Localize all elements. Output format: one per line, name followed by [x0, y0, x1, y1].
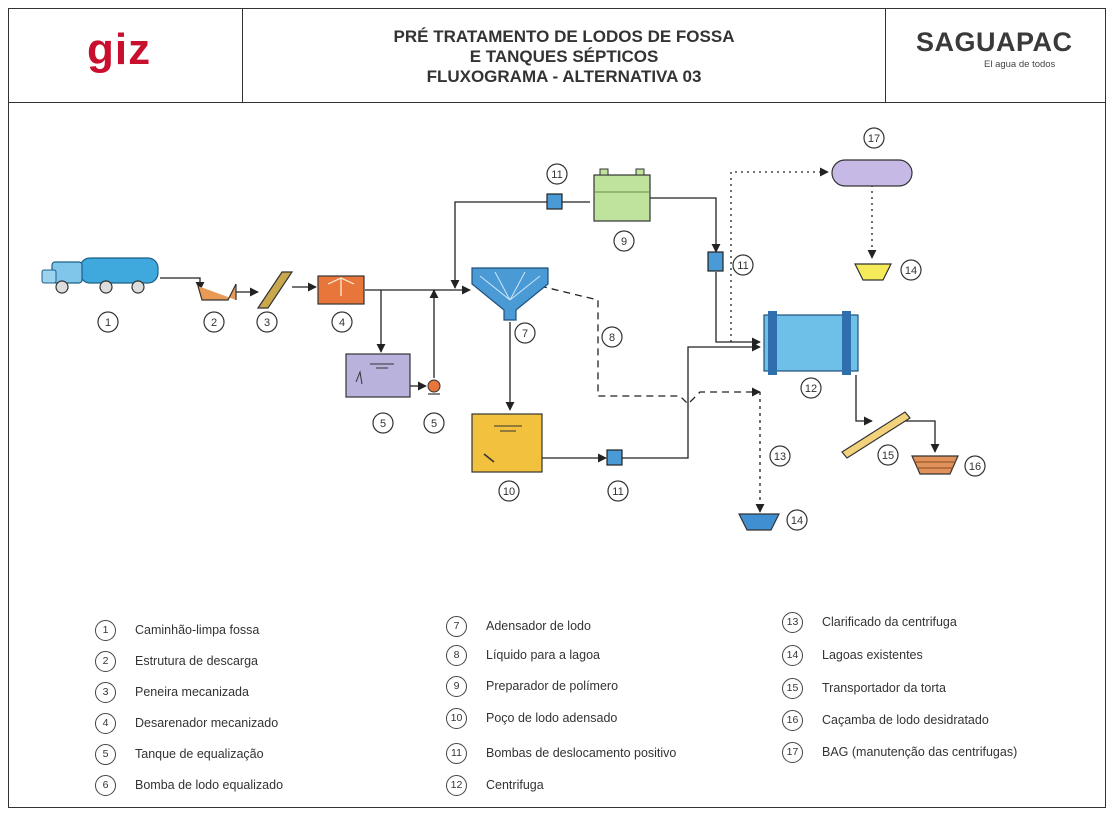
svg-text:16: 16 [969, 461, 981, 473]
thickened-sludge-well-icon [471, 413, 543, 473]
page-title: PRÉ TRATAMENTO DE LODOS DE FOSSA E TANQU… [243, 27, 885, 87]
flow-conveyor-to-skip [900, 420, 940, 453]
flow-centrifuge-to-conveyor [855, 375, 873, 426]
callout-14b: 14 [786, 509, 808, 531]
polymer-preparer-icon [593, 168, 651, 222]
saguapac-tagline: El agua de todos [984, 59, 1056, 70]
saguapac-logo-cell: SAGUAPAC El agua de todos [886, 9, 1105, 102]
flow-lines [160, 167, 940, 513]
callout-11a: 11 [546, 163, 568, 185]
svg-text:14: 14 [791, 515, 803, 527]
septic-truck-icon [41, 257, 159, 294]
bag-icon [831, 159, 913, 187]
title-line-1: PRÉ TRATAMENTO DE LODOS DE FOSSA [393, 27, 735, 46]
title-line-3: FLUXOGRAMA - ALTERNATIVA 03 [426, 67, 702, 86]
callout-7: 7 [514, 322, 536, 344]
flow-truck-to-discharge [160, 277, 205, 291]
mechanized-screen-icon [256, 271, 294, 309]
svg-text:11: 11 [551, 169, 562, 181]
title-line-2: E TANQUES SÉPTICOS [469, 47, 659, 66]
callout-13: 13 [769, 445, 791, 467]
discharge-structure-icon [197, 283, 237, 301]
flow-polymer-feed [450, 201, 552, 289]
grit-remover-icon [317, 275, 365, 305]
svg-text:3: 3 [264, 317, 270, 329]
flow-pump-to-centrifuge [622, 342, 761, 459]
callout-12: 12 [800, 377, 822, 399]
svg-text:11: 11 [737, 260, 748, 272]
equalization-tank-icon [345, 353, 411, 398]
svg-text:17: 17 [868, 133, 880, 145]
svg-text:4: 4 [339, 317, 345, 329]
flow-pump11-to-centrifuge [715, 272, 761, 347]
callout-5a: 5 [372, 412, 394, 434]
callout-1: 1 [97, 311, 119, 333]
callout-5b: 5 [423, 412, 445, 434]
svg-text:10: 10 [503, 486, 515, 498]
callout-9: 9 [613, 230, 635, 252]
svg-text:15: 15 [882, 450, 894, 462]
svg-text:11: 11 [612, 486, 623, 498]
callout-17: 17 [863, 127, 885, 149]
callout-16: 16 [964, 455, 986, 477]
svg-text:2: 2 [211, 317, 217, 329]
svg-text:8: 8 [609, 332, 615, 344]
drawing-sheet: giz PRÉ TRATAMENTO DE LODOS DE FOSSA E T… [8, 8, 1106, 808]
saguapac-logo: SAGUAPAC [916, 27, 1073, 57]
svg-text:13: 13 [774, 451, 786, 463]
giz-logo: giz [87, 25, 152, 74]
svg-text:14: 14 [905, 265, 917, 277]
sludge-thickener-icon [471, 267, 549, 321]
progressive-cavity-pump-icons [546, 193, 724, 466]
flow-bag-line [730, 167, 829, 342]
equalized-sludge-pump-icon [427, 379, 441, 395]
cake-conveyor-icon [841, 411, 911, 459]
centrifuge-icon [763, 311, 859, 375]
callout-10: 10 [498, 480, 520, 502]
callout-11b: 11 [732, 254, 754, 276]
callout-15: 15 [877, 444, 899, 466]
flow-polymer-to-pump11 [650, 197, 721, 253]
callout-11c: 11 [607, 480, 629, 502]
title-cell: PRÉ TRATAMENTO DE LODOS DE FOSSA E TANQU… [243, 9, 886, 102]
svg-text:9: 9 [621, 236, 627, 248]
svg-text:12: 12 [805, 383, 817, 395]
svg-text:5: 5 [431, 418, 437, 430]
svg-text:1: 1 [105, 317, 111, 329]
callout-4: 4 [331, 311, 353, 333]
callout-numbers: 1 2 3 4 5 5 7 8 9 10 11 11 11 12 13 14 1… [97, 127, 986, 531]
callout-14a: 14 [900, 259, 922, 281]
existing-lagoon-icons [738, 263, 892, 531]
callout-3: 3 [256, 311, 278, 333]
callout-8: 8 [601, 326, 623, 348]
giz-logo-cell: giz [9, 9, 243, 102]
callout-2: 2 [203, 311, 225, 333]
dewatered-sludge-skip-icon [911, 455, 959, 475]
title-block: giz PRÉ TRATAMENTO DE LODOS DE FOSSA E T… [9, 9, 1105, 103]
svg-text:5: 5 [380, 418, 386, 430]
svg-text:7: 7 [522, 328, 528, 340]
flow-liquid-to-lagoon [539, 285, 761, 405]
